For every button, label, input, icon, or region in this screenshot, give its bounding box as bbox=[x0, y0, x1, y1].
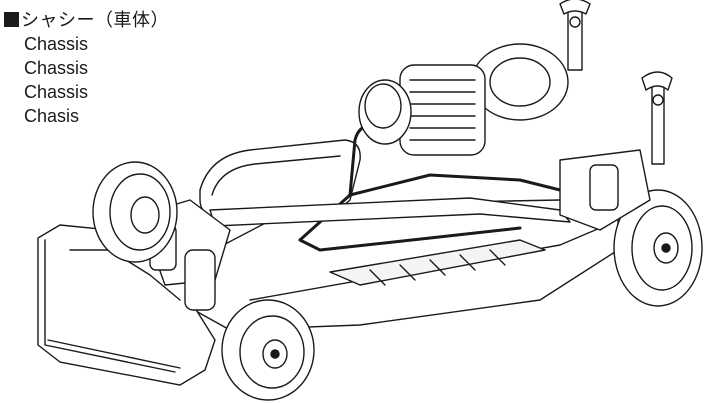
engine bbox=[359, 65, 485, 155]
title-row: シャシー（車体） bbox=[4, 7, 169, 31]
translation-item: Chassis bbox=[24, 34, 89, 54]
translation-item: Chassis bbox=[24, 58, 89, 78]
rear-shock-tower bbox=[560, 0, 672, 164]
chassis-label-block: シャシー（車体） Chassis Chassis Chassis Chasis bbox=[4, 7, 169, 128]
front-left-wheel bbox=[93, 162, 177, 262]
translation-list: Chassis Chassis Chassis Chasis bbox=[24, 32, 169, 128]
translation-item: Chasis bbox=[24, 106, 80, 126]
rear-right-wheel bbox=[472, 44, 568, 120]
rear-suspension bbox=[560, 150, 650, 230]
square-bullet-icon bbox=[4, 11, 19, 27]
translation-item: Chassis bbox=[24, 82, 89, 102]
chassis-plate bbox=[185, 200, 618, 330]
rear-left-wheel bbox=[614, 190, 702, 306]
front-right-wheel bbox=[222, 300, 314, 400]
section-title: シャシー（車体） bbox=[21, 10, 169, 31]
